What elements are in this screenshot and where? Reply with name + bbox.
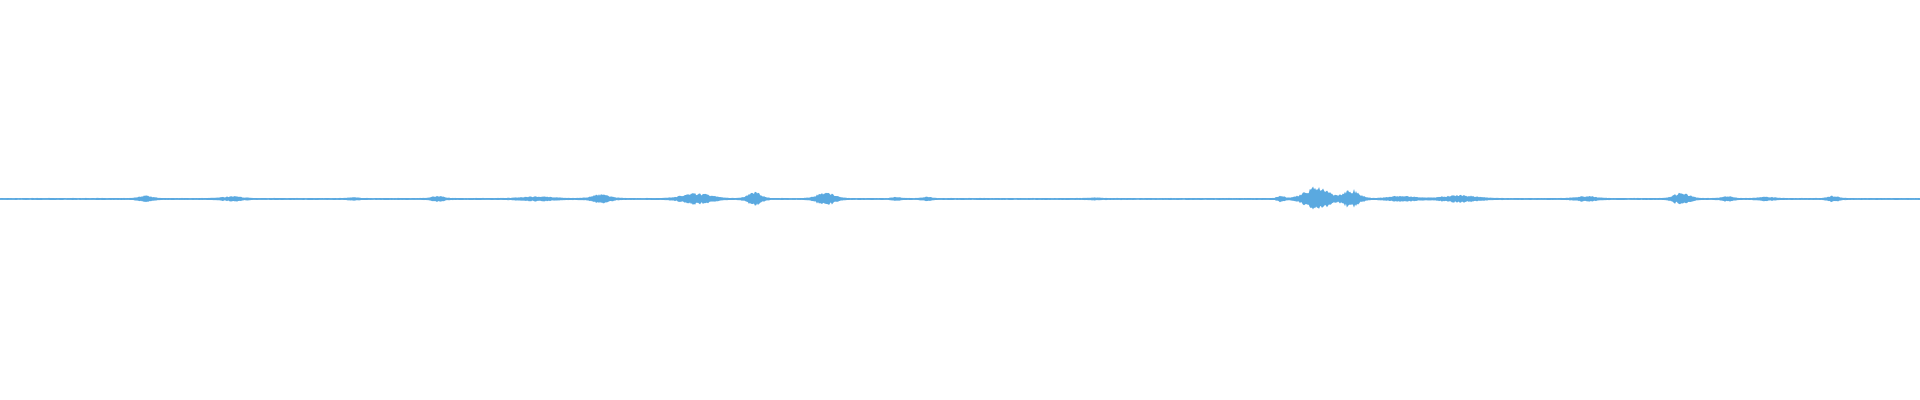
audio-waveform — [0, 186, 1920, 210]
